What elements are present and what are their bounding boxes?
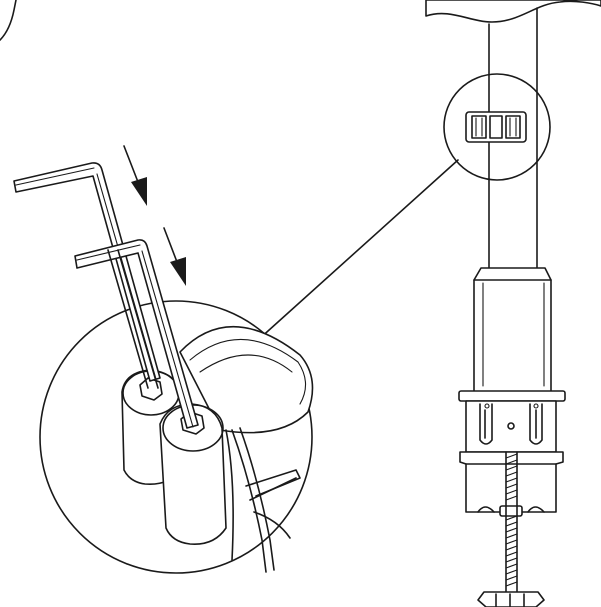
bracket-top [425, 0, 601, 23]
threaded-rod [505, 451, 518, 593]
edge-arc [0, 0, 17, 41]
clamp-knob [477, 591, 545, 607]
desk-clamp-icon [425, 0, 601, 607]
clamp-lower-jaw [459, 451, 564, 513]
clamp-top-plate [458, 390, 566, 402]
cable-clip-detail [465, 111, 527, 143]
hex-key-large [13, 162, 161, 382]
callout-leader-line [257, 159, 459, 341]
magnifier-circle-icon [39, 300, 314, 574]
clamp-plate-edge [179, 325, 314, 434]
arrow-down-icon [123, 145, 186, 286]
pole-detail-circle [443, 73, 551, 181]
hex-key-small [74, 239, 199, 429]
mounting-pole-icon [488, 7, 538, 269]
pole-sleeve [473, 267, 552, 393]
hex-key-icon [13, 162, 199, 429]
